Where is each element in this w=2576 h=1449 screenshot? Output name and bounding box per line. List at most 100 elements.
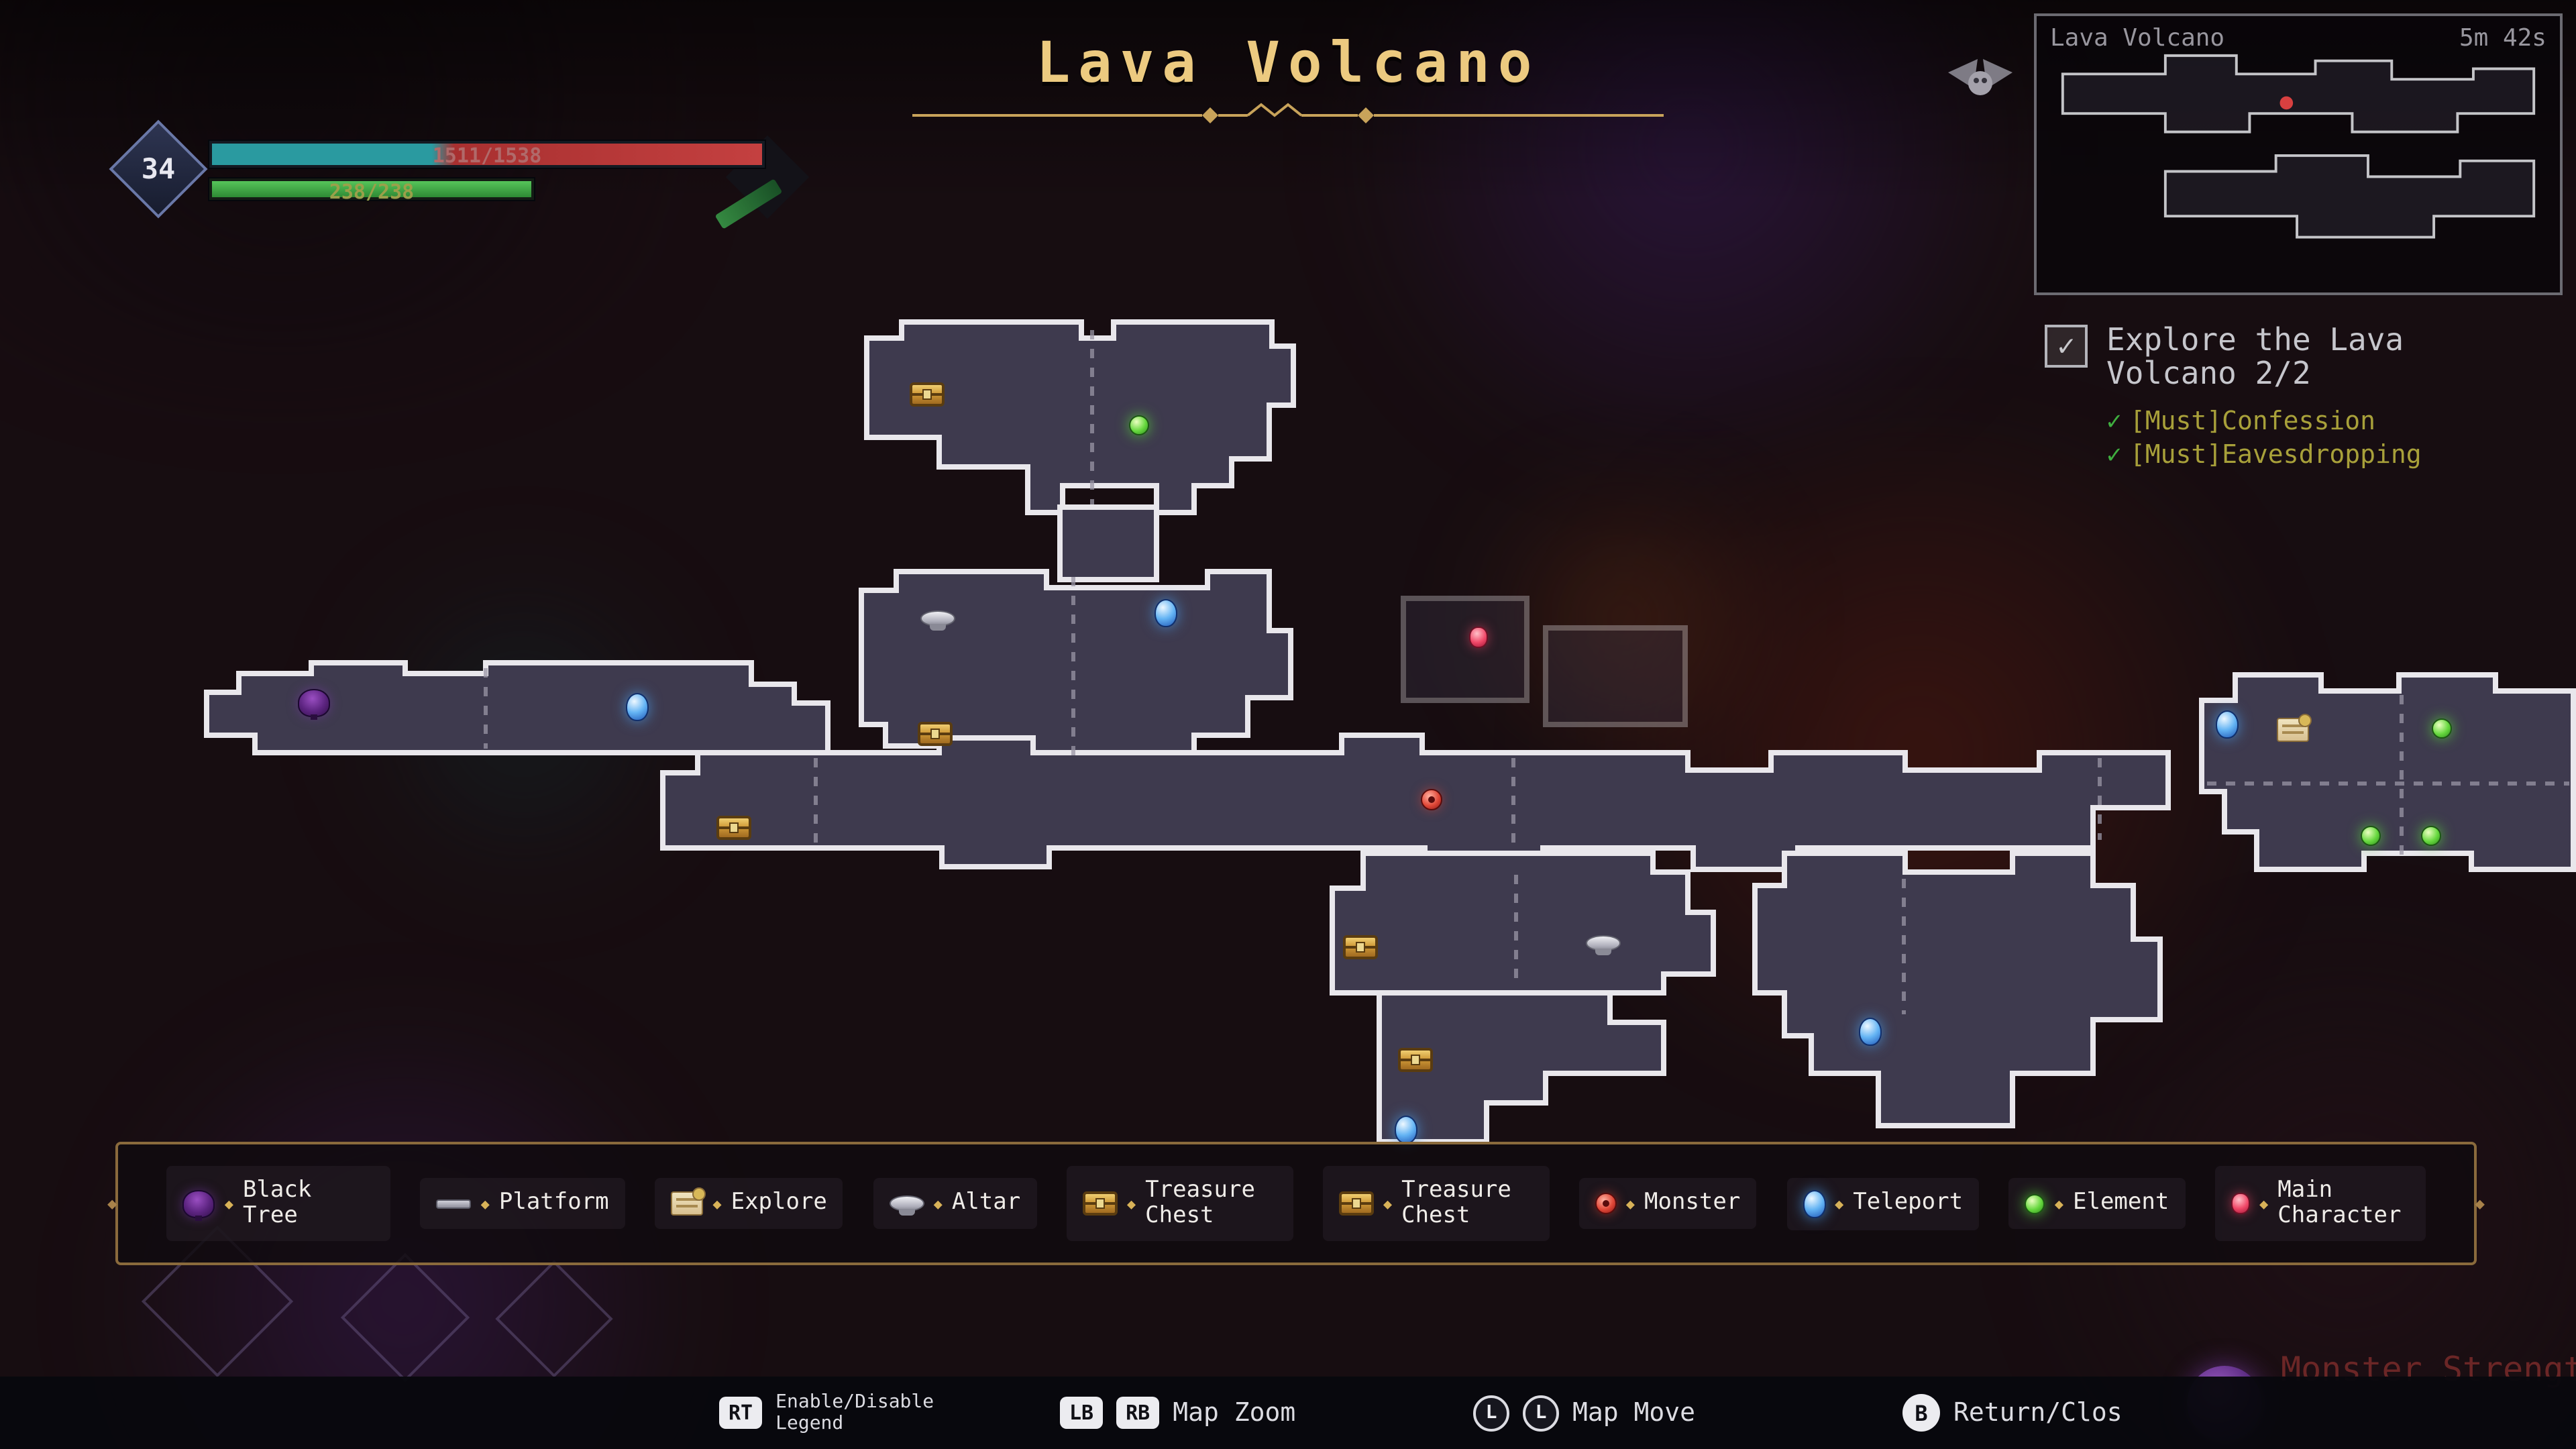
legend-item-monster: ◆ Monster [1578, 1178, 1757, 1229]
legend-label: Treasure Chest [1145, 1176, 1255, 1229]
legend-label: Treasure Chest [1401, 1176, 1511, 1229]
minimap-panel: Lava Volcano 5m 42s [2034, 13, 2563, 295]
page-title: Lava Volcano [1036, 30, 1540, 95]
mana-bar: 238/238 [208, 177, 535, 204]
map-marker-treasure-chest [716, 816, 751, 840]
map-marker-element [1129, 415, 1149, 435]
diamond-bullet-icon: ◆ [224, 1195, 233, 1212]
quest-subtask-label: [Must]Eavesdropping [2129, 439, 2422, 470]
legend-label: Explore [731, 1189, 827, 1216]
legend-item-treasure-chest: ◆ Treasure Chest [1322, 1165, 1550, 1242]
map-legend: ◆ Black Tree ◆ Platform ◆ Explore ◆ Alta… [115, 1142, 2477, 1265]
control-hint-return: B Return/Clos [1902, 1377, 2123, 1449]
main-character-icon [2231, 1193, 2250, 1214]
minimap-area-label: Lava Volcano [2050, 24, 2225, 52]
map-marker-black-tree [298, 689, 330, 717]
monster-icon [1595, 1193, 1617, 1214]
diamond-bullet-icon: ◆ [2259, 1195, 2269, 1212]
map-marker-altar [920, 610, 955, 627]
diamond-bullet-icon: ◆ [1383, 1195, 1393, 1212]
quest-subtask-label: [Must]Confession [2129, 406, 2375, 436]
explore-icon [671, 1187, 706, 1216]
level-value: 34 [141, 153, 176, 185]
b-button-badge[interactable]: B [1902, 1394, 1940, 1432]
control-hint-legend-toggle: RT Enable/Disable Legend [719, 1377, 953, 1449]
diamond-bullet-icon: ◆ [933, 1195, 943, 1212]
map-room-dividers [484, 330, 2569, 1014]
left-stick-icon[interactable]: L [1523, 1395, 1559, 1431]
mana-value: 238/238 [329, 180, 415, 204]
map-marker-teleport [1395, 1116, 1417, 1144]
diamond-bullet-icon: ◆ [1625, 1195, 1635, 1212]
title-divider-ornament [912, 103, 1664, 123]
legend-item-black-tree: ◆ Black Tree [166, 1165, 390, 1242]
control-hint-label: Return/Clos [1953, 1398, 2123, 1428]
diamond-bullet-icon: ◆ [1126, 1195, 1136, 1212]
map-marker-treasure-chest [1343, 935, 1378, 959]
check-icon: ✓ [2106, 406, 2122, 436]
rt-button-badge[interactable]: RT [719, 1397, 763, 1429]
health-value: 1511/1538 [432, 144, 542, 168]
teleport-icon [1803, 1189, 1826, 1218]
legend-label: Platform [498, 1189, 609, 1216]
altar-icon [889, 1195, 924, 1212]
legend-item-platform: ◆ Platform [420, 1178, 625, 1229]
control-hint-label: Enable/Disable Legend [775, 1391, 934, 1434]
minimap-graphic [2061, 54, 2536, 239]
legend-label: Monster [1644, 1189, 1741, 1216]
map-marker-teleport [2216, 710, 2239, 739]
legend-item-main-character: ◆ Main Character [2215, 1165, 2426, 1242]
player-hud: 1511/1538 238/238 34 [54, 54, 810, 229]
map-marker-main-character [1469, 627, 1488, 648]
map-marker-element [2361, 826, 2381, 846]
page-header: Lava Volcano [805, 30, 1771, 133]
map-marker-teleport [1859, 1018, 1882, 1046]
legend-label: Element [2073, 1189, 2169, 1216]
controller-hint-bar: RT Enable/Disable Legend LB RB Map Zoom … [0, 1377, 2576, 1449]
lava-glow-core [1449, 483, 1798, 751]
map-marker-monster [1421, 789, 1442, 810]
left-stick-icon[interactable]: L [1473, 1395, 1509, 1431]
treasure-chest-icon [1338, 1191, 1374, 1216]
diamond-bullet-icon: ◆ [712, 1195, 722, 1212]
legend-label: Black Tree [242, 1176, 312, 1229]
element-icon [2025, 1193, 2045, 1214]
quest-checkbox: ✓ [2045, 325, 2088, 368]
legend-label: Main Character [2277, 1176, 2402, 1229]
control-hint-label: Map Zoom [1173, 1398, 1296, 1428]
lb-button-badge[interactable]: LB [1060, 1397, 1104, 1429]
treasure-chest-icon [1082, 1191, 1118, 1216]
map-marker-element [2421, 826, 2441, 846]
diamond-bullet-icon: ◆ [480, 1195, 490, 1212]
map-marker-altar [1586, 935, 1621, 951]
quest-subtask: ✓ [Must]Confession [2106, 406, 2528, 435]
check-icon: ✓ [2057, 329, 2076, 363]
map-marker-treasure-chest [910, 382, 945, 407]
map-marker-teleport [626, 693, 649, 721]
minimap-player-dot [2279, 96, 2294, 110]
diamond-bullet-icon: ◆ [2054, 1195, 2063, 1212]
legend-item-explore: ◆ Explore [655, 1178, 843, 1229]
health-bar: 1511/1538 [208, 140, 766, 169]
quest-subtask: ✓ [Must]Eavesdropping [2106, 439, 2528, 469]
map-marker-treasure-chest [1398, 1048, 1433, 1072]
quest-title: Explore the Lava Volcano 2/2 [2106, 323, 2404, 392]
legend-item-teleport: ◆ Teleport [1786, 1177, 1980, 1230]
rb-button-badge[interactable]: RB [1116, 1397, 1160, 1429]
minimap-timer: 5m 42s [2459, 24, 2546, 52]
legend-item-treasure-chest: ◆ Treasure Chest [1066, 1165, 1293, 1242]
check-icon: ✓ [2106, 439, 2122, 470]
control-hint-map-move: L L Map Move [1473, 1377, 1695, 1449]
legend-item-altar: ◆ Altar [873, 1178, 1037, 1229]
map-marker-teleport [1155, 599, 1177, 627]
legend-item-element: ◆ Element [2008, 1178, 2186, 1229]
map-rooms [204, 319, 2576, 1144]
mana-bar-fill [212, 181, 531, 197]
bat-emblem-icon [1948, 59, 2012, 95]
black-tree-icon [182, 1189, 215, 1218]
map-marker-explore [2277, 714, 2312, 742]
map-marker-element [2432, 718, 2452, 739]
diamond-bullet-icon: ◆ [1835, 1195, 1844, 1212]
